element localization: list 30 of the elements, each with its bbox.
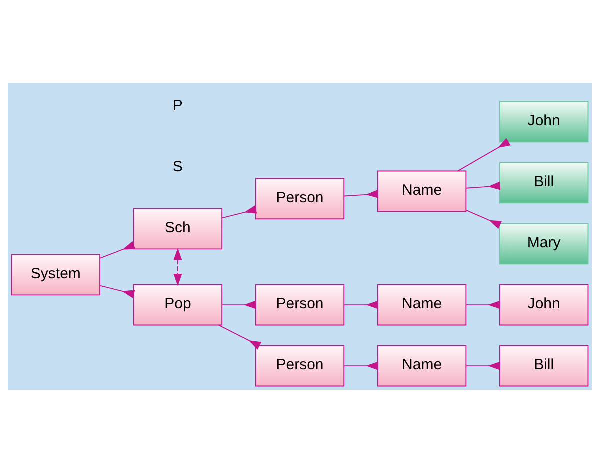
- label: S: [172, 158, 183, 176]
- label: P: [172, 97, 183, 114]
- node-box: System: [11, 254, 100, 296]
- connector: [218, 324, 262, 350]
- node-box: Name: [377, 170, 467, 212]
- node-box: Sch: [133, 208, 223, 250]
- node-box: Person: [255, 284, 345, 326]
- node-box: Person: [255, 344, 345, 386]
- connector: [222, 205, 258, 218]
- connector: [466, 300, 500, 309]
- connector: [458, 138, 511, 172]
- node-box: Bill: [500, 344, 589, 386]
- connector: [344, 300, 378, 309]
- connector: [344, 189, 379, 198]
- node-box: Name: [377, 284, 467, 326]
- connector: [100, 240, 136, 258]
- node-box: John: [500, 100, 589, 142]
- node-box: Pop: [133, 284, 223, 326]
- node-box: Bill: [500, 162, 589, 204]
- connector: [222, 300, 256, 309]
- node-box: Name: [377, 344, 467, 386]
- connector: [466, 361, 500, 370]
- node-box: Person: [255, 178, 345, 220]
- node-box: John: [500, 284, 589, 326]
- connector: [344, 361, 378, 370]
- arrow: [174, 248, 182, 286]
- node-box: Mary: [500, 222, 589, 264]
- connector: [466, 209, 502, 229]
- connector: [466, 181, 501, 190]
- connector: [100, 284, 136, 298]
